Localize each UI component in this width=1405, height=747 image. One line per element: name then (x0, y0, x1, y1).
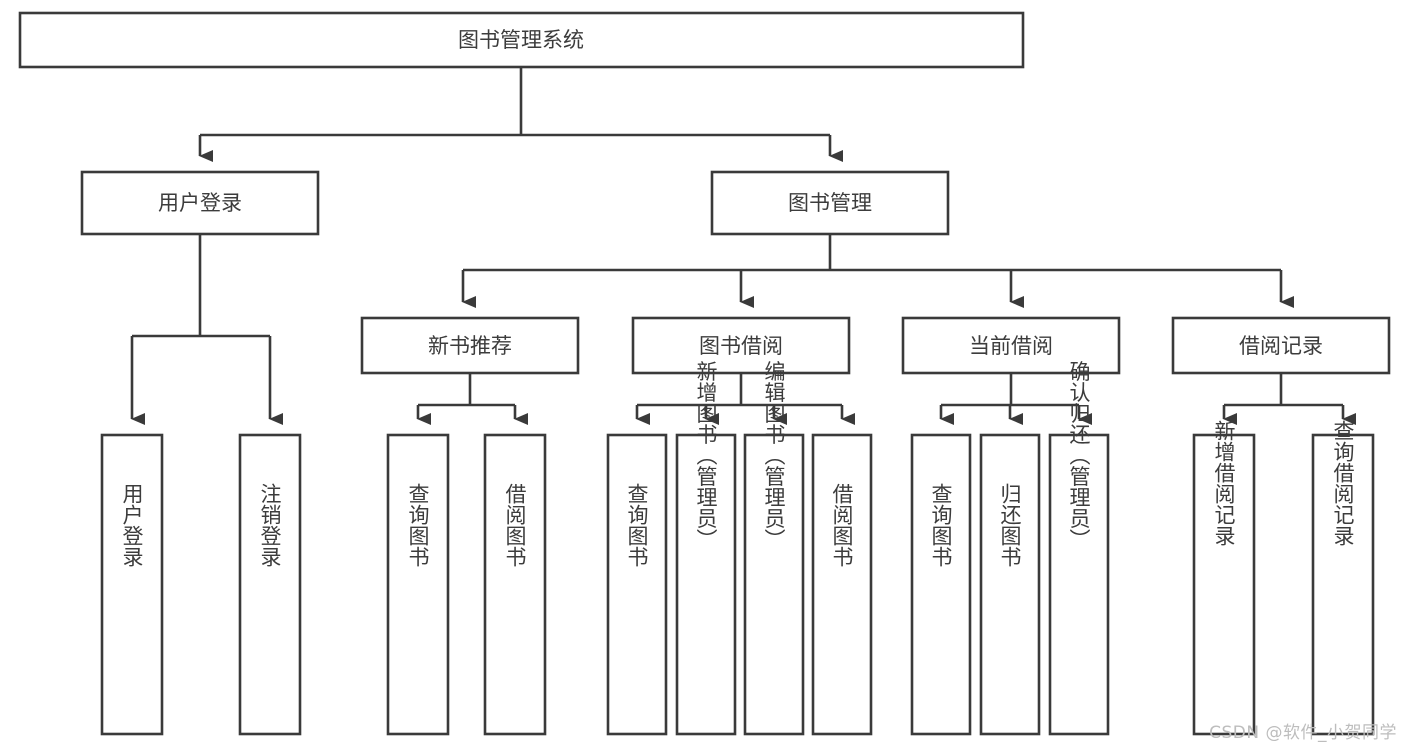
node-leaf-borrow-book-2[interactable]: 借阅图书 (811, 433, 873, 736)
node-book-management[interactable]: 图书管理 (710, 170, 950, 236)
node-leaf-query-borrow-record[interactable]: 查询借阅记录 (1311, 420, 1375, 736)
node-label-current-borrow: 当前借阅 (969, 334, 1053, 358)
node-leaf-borrow-book-1[interactable]: 借阅图书 (483, 433, 547, 736)
node-system-root[interactable]: 图书管理系统 (18, 11, 1025, 69)
node-label-leaf-query-borrow-record: 查询借阅记录 (1331, 420, 1355, 546)
node-label-leaf-edit-book-admin: 编辑图书（管理员） (762, 361, 786, 550)
node-leaf-edit-book-admin[interactable]: 编辑图书（管理员） (743, 361, 805, 736)
node-leaf-add-book-admin[interactable]: 新增图书（管理员） (675, 361, 737, 736)
node-label-book-borrow: 图书借阅 (699, 334, 783, 358)
node-book-borrow[interactable]: 图书借阅 (631, 316, 851, 375)
node-current-borrow[interactable]: 当前借阅 (901, 316, 1121, 375)
node-label-user-login: 用户登录 (158, 191, 242, 215)
node-leaf-query-book-3[interactable]: 查询图书 (910, 433, 972, 736)
node-new-book-recommend[interactable]: 新书推荐 (360, 316, 580, 375)
node-leaf-logout[interactable]: 注销登录 (238, 433, 302, 736)
node-label-borrow-records: 借阅记录 (1239, 334, 1323, 358)
node-label-leaf-logout: 注销登录 (258, 483, 282, 567)
node-label-leaf-query-book-3: 查询图书 (929, 483, 953, 567)
node-leaf-query-book-1[interactable]: 查询图书 (386, 433, 450, 736)
node-label-leaf-add-book-admin: 新增图书（管理员） (694, 361, 718, 550)
node-leaf-return-book[interactable]: 归还图书 (979, 433, 1041, 736)
node-label-leaf-confirm-return-admin: 确认归还（管理员） (1067, 361, 1091, 550)
node-label-system-root: 图书管理系统 (458, 28, 584, 52)
node-label-leaf-query-book-2: 查询图书 (625, 483, 649, 567)
connector-layer (130, 67, 1356, 425)
node-leaf-confirm-return-admin[interactable]: 确认归还（管理员） (1048, 361, 1110, 736)
node-leaf-add-borrow-record[interactable]: 新增借阅记录 (1192, 420, 1256, 736)
node-label-leaf-borrow-book-1: 借阅图书 (503, 483, 527, 567)
node-label-leaf-borrow-book-2: 借阅图书 (830, 483, 854, 567)
node-label-new-book-recommend: 新书推荐 (428, 334, 512, 358)
node-label-leaf-add-borrow-record: 新增借阅记录 (1212, 420, 1236, 546)
node-label-leaf-query-book-1: 查询图书 (406, 483, 430, 567)
node-leaf-query-book-2[interactable]: 查询图书 (606, 433, 668, 736)
node-label-leaf-user-login: 用户登录 (120, 483, 144, 567)
node-leaf-user-login[interactable]: 用户登录 (100, 433, 164, 736)
node-borrow-records[interactable]: 借阅记录 (1171, 316, 1391, 375)
node-label-leaf-return-book: 归还图书 (998, 483, 1022, 567)
node-user-login[interactable]: 用户登录 (80, 170, 320, 236)
node-label-book-management: 图书管理 (788, 191, 872, 215)
